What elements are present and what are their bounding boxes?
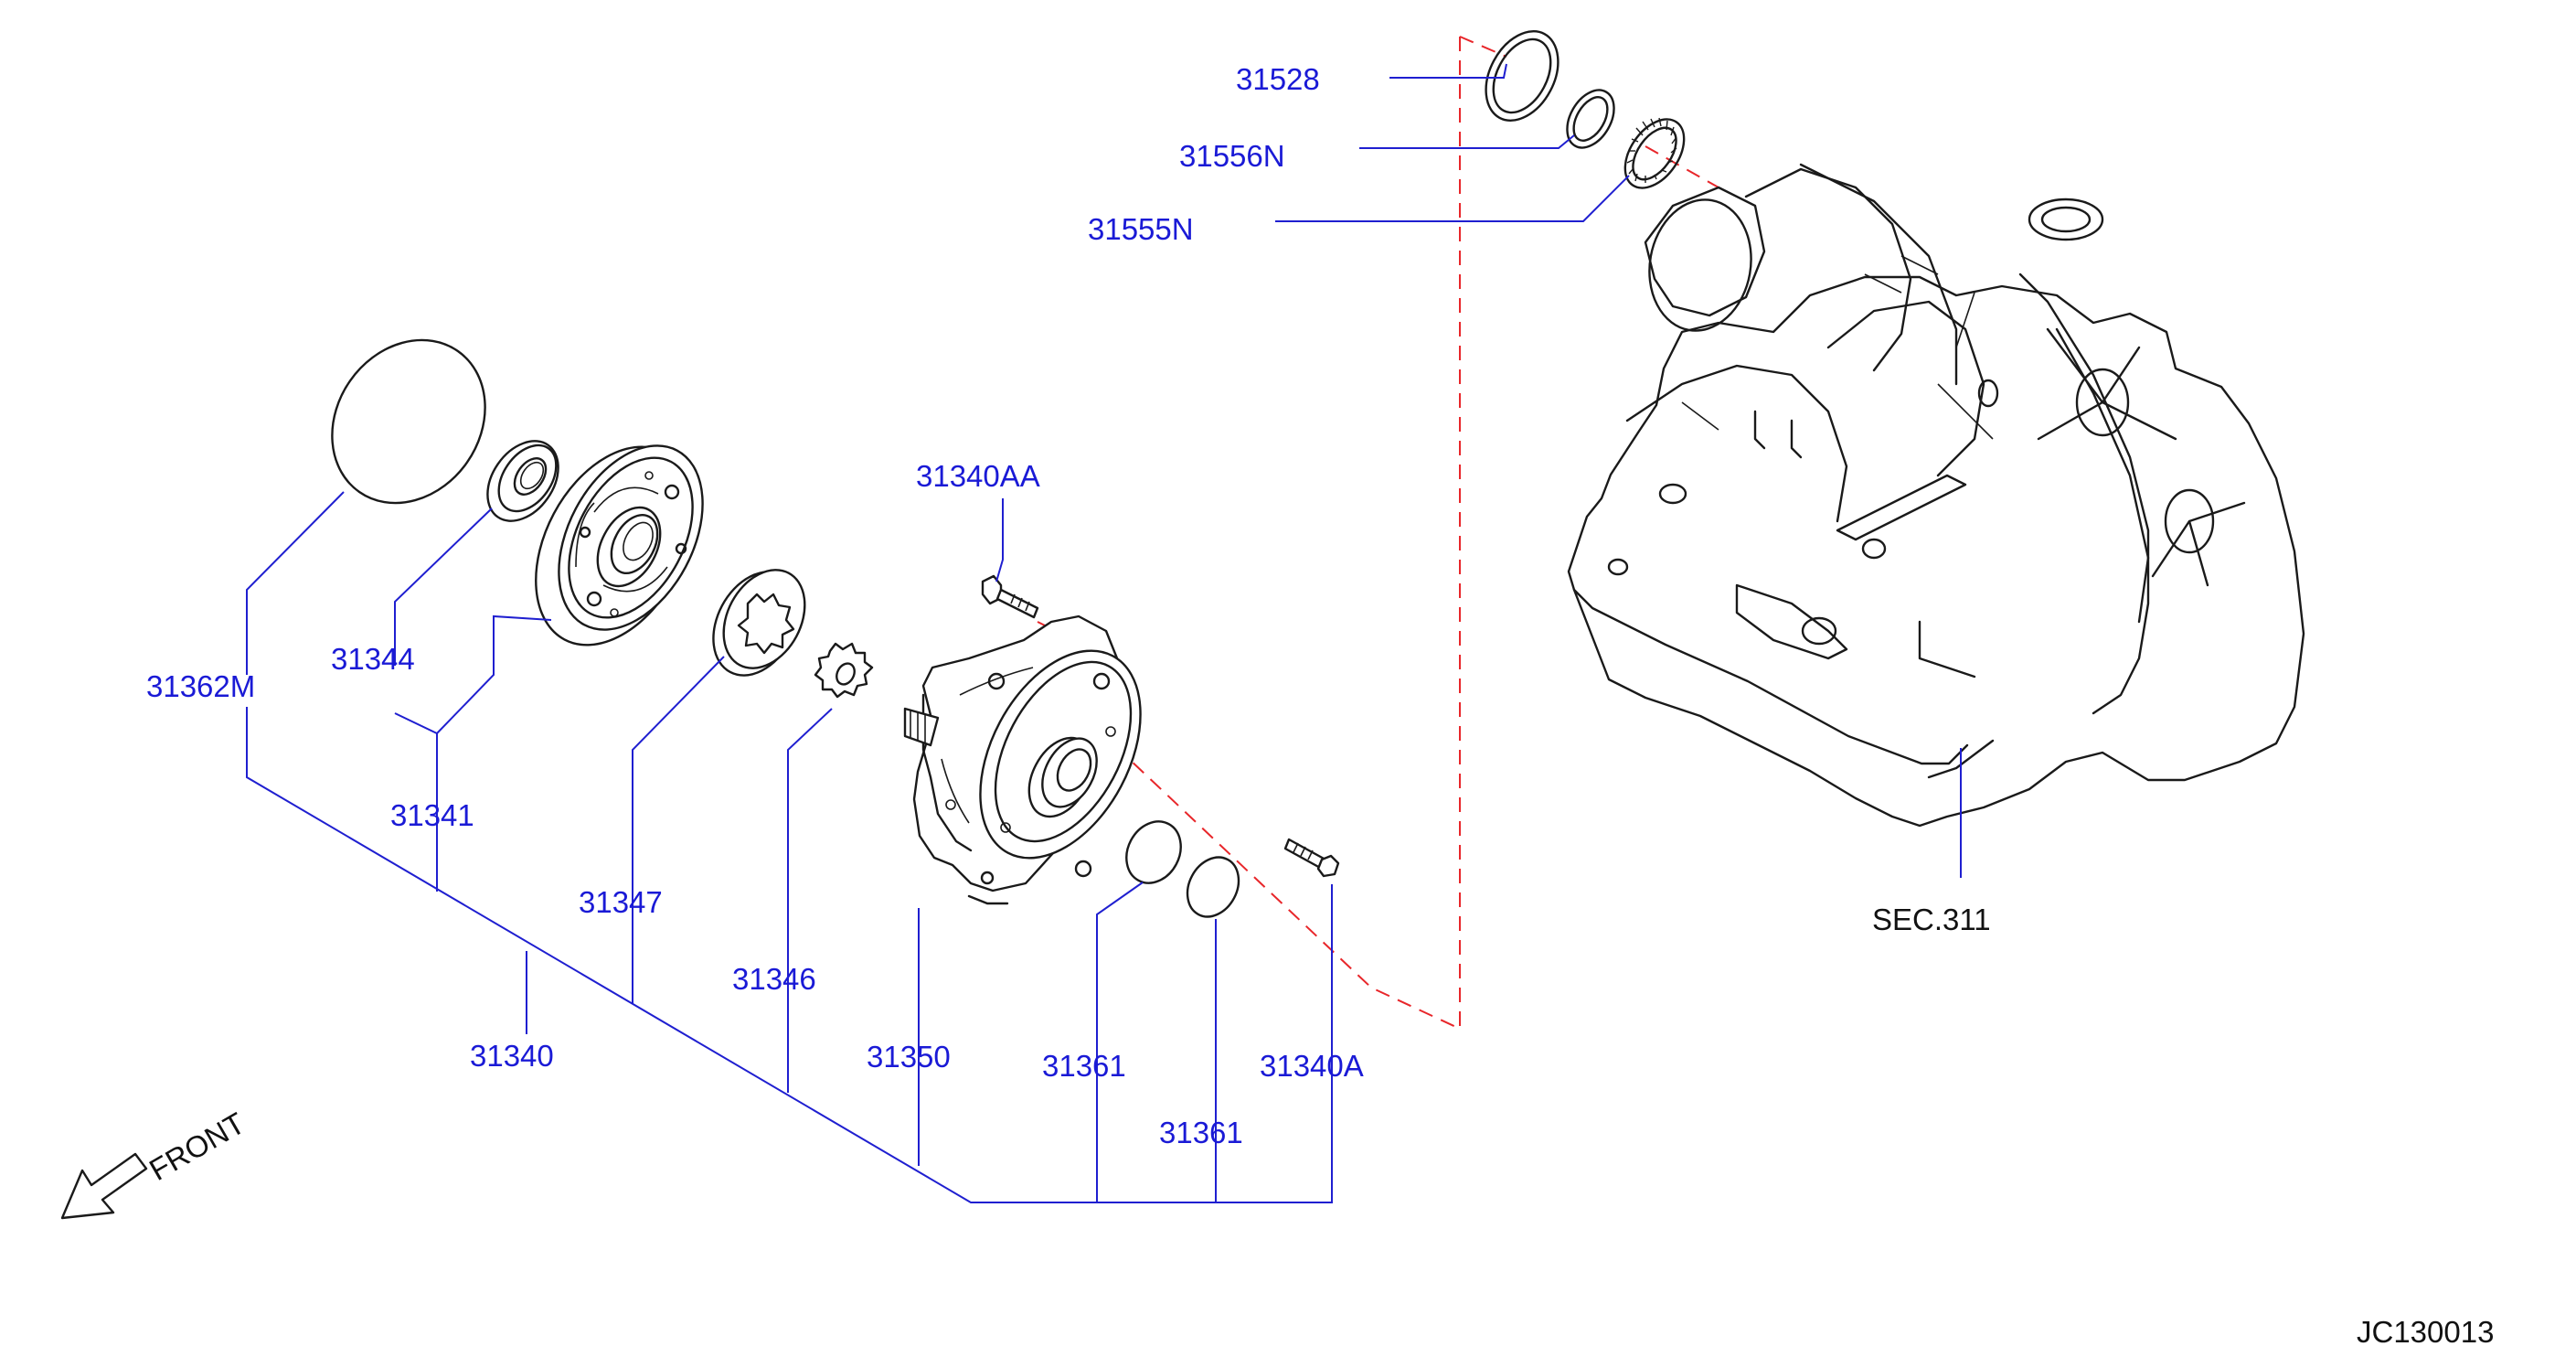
label-31346: 31346 [732, 962, 816, 996]
label-31556n: 31556N [1179, 139, 1285, 173]
outer-gear-31347-drawing [712, 569, 806, 677]
inner-gear-31346-drawing [814, 642, 874, 699]
label-31340: 31340 [470, 1039, 554, 1073]
label-31528: 31528 [1236, 62, 1320, 96]
bolt-31340a-drawing [1283, 838, 1340, 878]
label-31361-lower: 31361 [1159, 1116, 1243, 1149]
front-direction-indicator: FRONT [60, 1106, 250, 1220]
o-ring-31361-lower-drawing [1186, 856, 1240, 918]
label-31361-upper: 31361 [1042, 1049, 1126, 1083]
label-31347: 31347 [579, 885, 663, 919]
transmission-case-drawing [1567, 163, 2305, 828]
seal-31528-drawing [1485, 30, 1559, 122]
label-31340a: 31340A [1260, 1049, 1364, 1083]
label-31344: 31344 [331, 642, 415, 676]
bearing-31555n-drawing [1623, 117, 1686, 189]
pump-cover-31341-drawing [535, 444, 704, 646]
leader-lines [246, 63, 1962, 1203]
diagram-code-label: JC130013 [2357, 1315, 2494, 1349]
label-31341: 31341 [390, 798, 474, 832]
o-ring-31361-upper-drawing [1125, 820, 1182, 884]
oil-seal-31344-drawing [486, 440, 559, 522]
label-31350: 31350 [867, 1040, 951, 1074]
section-reference-label: SEC.311 [1872, 903, 1991, 936]
front-arrow-icon [60, 1152, 148, 1220]
label-31555n: 31555N [1088, 212, 1194, 246]
label-31340aa: 31340AA [916, 459, 1040, 493]
label-31362m: 31362M [146, 669, 255, 703]
oil-pump-housing-31350-drawing [903, 614, 1142, 905]
seal-31556n-drawing [1566, 89, 1615, 149]
o-ring-31362m-drawing [331, 338, 486, 505]
bolt-31340aa-drawing [981, 574, 1039, 619]
front-label: FRONT [144, 1106, 250, 1187]
